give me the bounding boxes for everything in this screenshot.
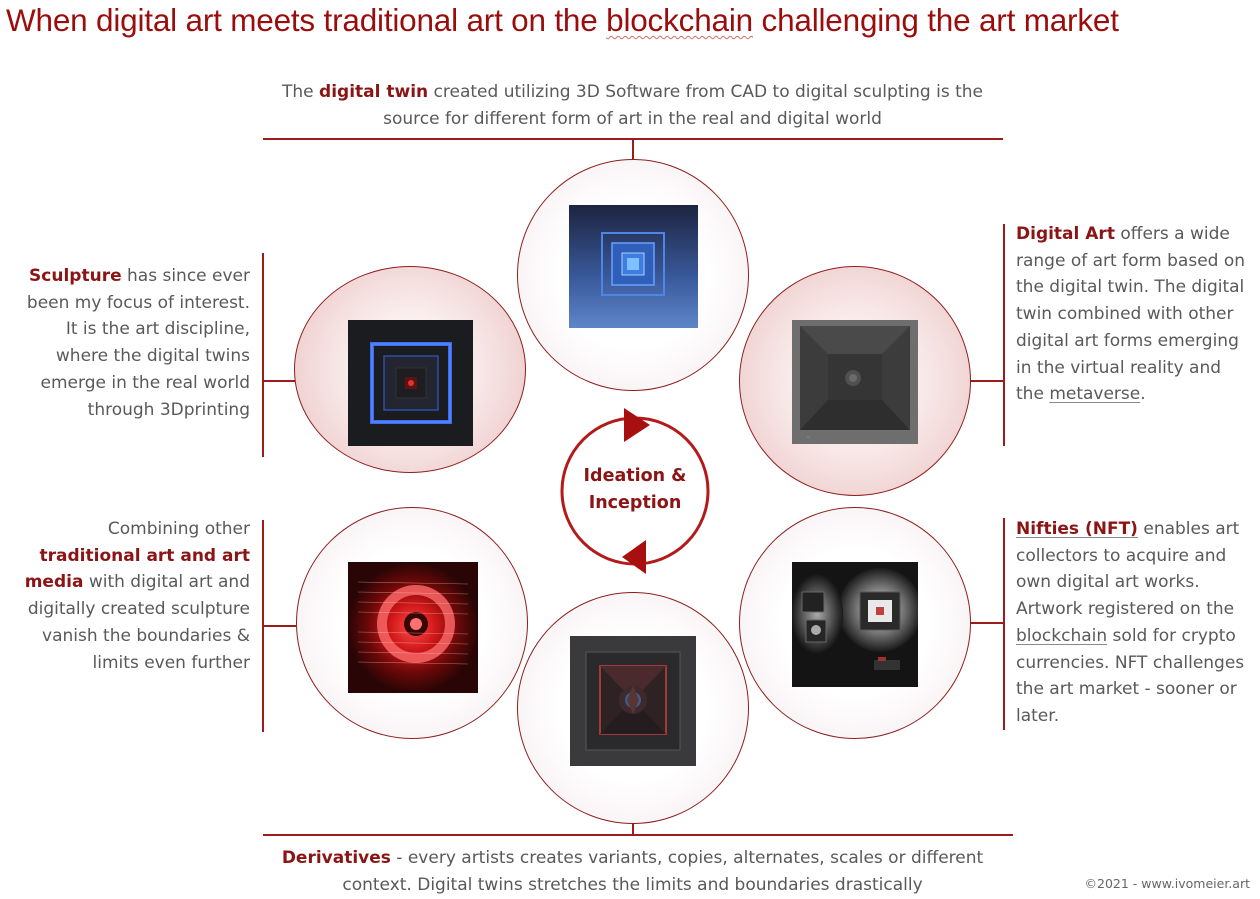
nft-bar — [1003, 518, 1005, 730]
bottom-connector — [632, 824, 634, 834]
svg-text:~: ~ — [806, 434, 811, 441]
ideation-cycle-diagram — [556, 405, 714, 577]
sculpture-bar — [262, 253, 264, 457]
sculpture-connector — [262, 380, 296, 382]
cycle-arrow-top — [624, 408, 650, 442]
derivatives-highlight: Derivatives — [281, 848, 391, 868]
metaverse-word: metaverse — [1049, 384, 1141, 405]
page-title: When digital art meets traditional art o… — [6, 2, 1256, 39]
traditional-highlight: traditional art and art media — [24, 545, 250, 593]
ideation-label: Ideation &Inception — [583, 466, 687, 513]
bottom-divider-line — [263, 834, 1013, 836]
digital-art-connector — [970, 380, 1004, 382]
traditional-text: Combining other traditional art and art … — [24, 519, 250, 673]
nft-connector — [970, 622, 1004, 624]
derivatives-artwork — [570, 636, 696, 766]
traditional-artwork — [348, 562, 478, 693]
sculpture-highlight: Sculpture — [29, 266, 122, 286]
title-text-end: challenging the art market — [752, 2, 1119, 38]
digital-twin-highlight: digital twin — [319, 82, 429, 102]
traditional-connector — [262, 625, 296, 627]
digital-art-bar — [1003, 224, 1005, 446]
digital-twin-text: The digital twin created utilizing 3D So… — [282, 82, 983, 129]
nft-text: Nifties (NFT) enables art collectors to … — [1016, 519, 1245, 726]
nft-artwork — [792, 562, 918, 687]
derivatives-text: Derivatives - every artists creates vari… — [281, 848, 984, 895]
top-connector — [632, 140, 634, 160]
cycle-arrow-bottom — [622, 540, 646, 574]
copyright-text: ©2021 - www.ivomeier.art — [1084, 876, 1250, 891]
blockchain-word: blockchain — [1016, 625, 1108, 646]
digital-twin-artwork — [569, 205, 698, 328]
sculpture-artwork — [348, 320, 473, 446]
title-text-start: When digital art meets traditional art o… — [6, 2, 607, 38]
digital-art-highlight: Digital Art — [1016, 224, 1115, 244]
digital-art-artwork: ~ — [792, 320, 918, 444]
top-divider-line — [263, 138, 1003, 140]
digital-art-text: Digital Art offers a wide range of art f… — [1016, 224, 1246, 405]
sculpture-text: Sculpture has since ever been my focus o… — [26, 266, 250, 420]
title-blockchain-word: blockchain — [606, 2, 753, 38]
nft-highlight: Nifties (NFT) — [1016, 519, 1138, 539]
